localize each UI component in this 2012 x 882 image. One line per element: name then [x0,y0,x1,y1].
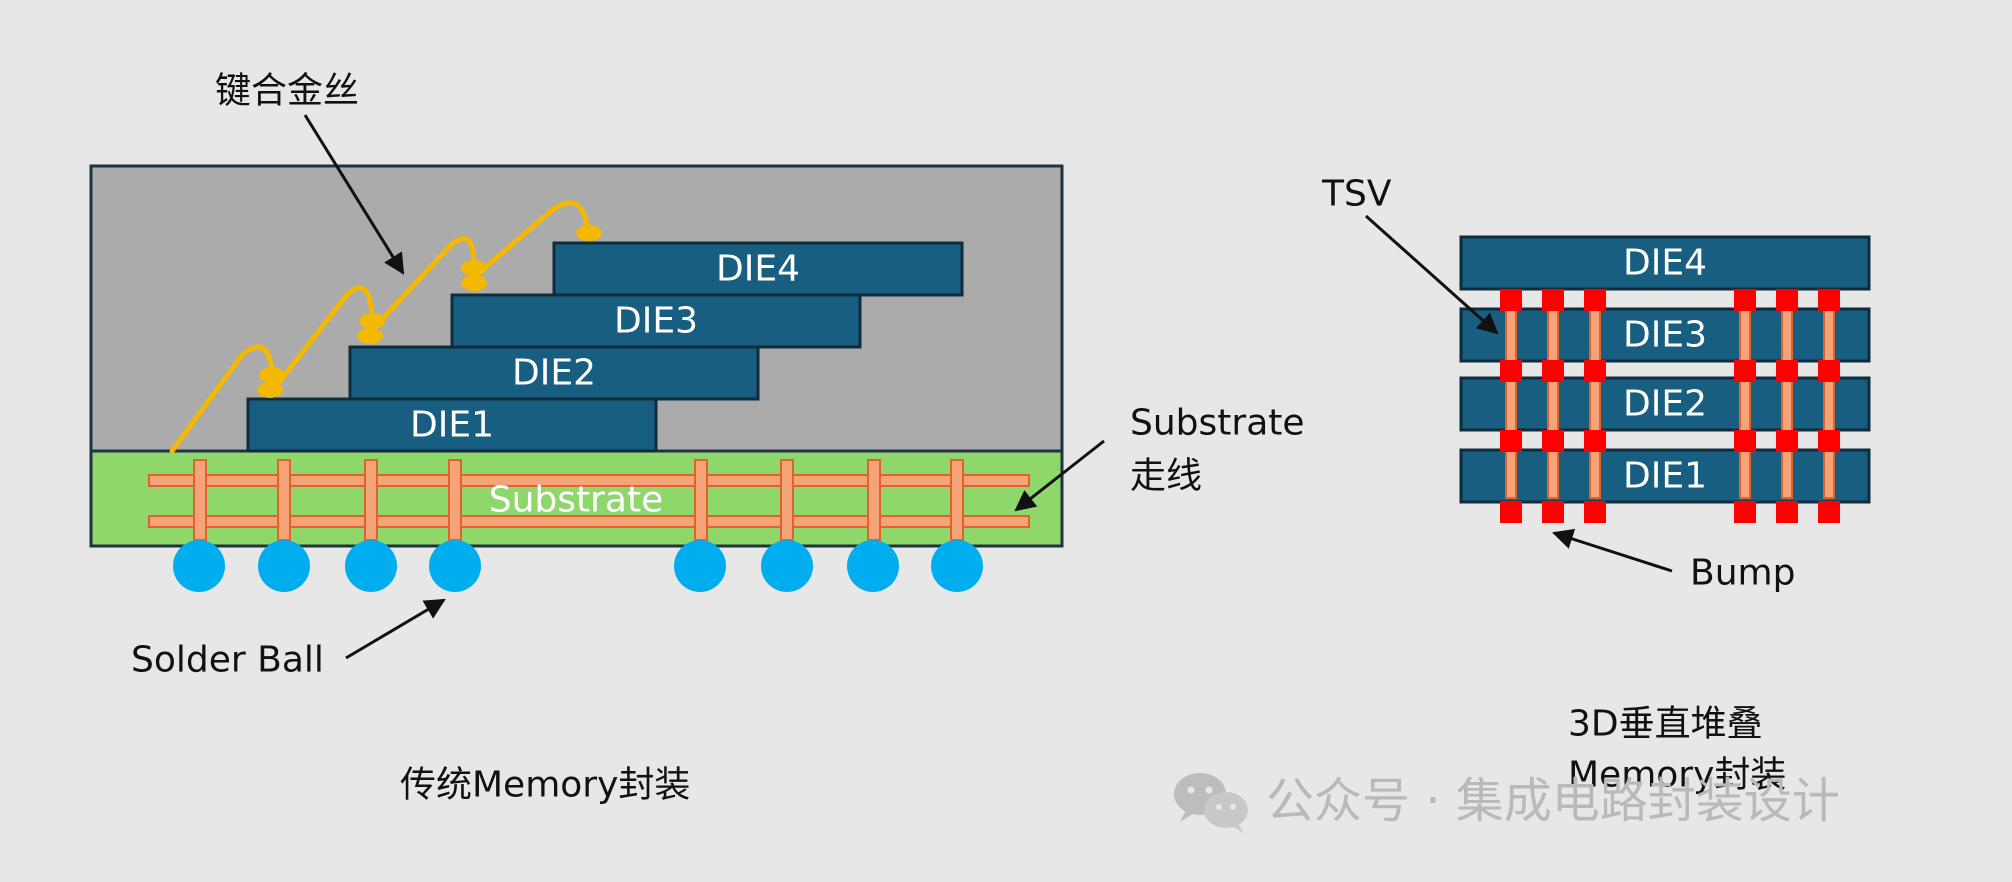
stack-die2-block [1459,376,1871,432]
bump [1776,430,1798,452]
die2-label: DIE2 [512,353,596,394]
tsv-arrow [1365,214,1499,335]
bump [1584,501,1606,523]
tsv-columns [1505,299,1835,499]
bump [1818,430,1840,452]
die1-block [246,397,658,453]
watermark-text: 公众号 · 集成电路封装设计 [1266,773,1840,829]
substrate-trace-label-line1: Substrate [1130,403,1305,444]
bump [1776,501,1798,523]
solder-ball-label: Solder Ball [131,640,324,681]
die2-block [348,345,760,401]
bump [1818,289,1840,311]
substrate-label: Substrate [489,480,664,521]
stack-die3-label: DIE3 [1623,315,1707,356]
bump [1542,430,1564,452]
bump [1500,360,1522,382]
bump [1818,360,1840,382]
bump-arrow [1552,528,1673,573]
die3-label: DIE3 [614,301,698,342]
bump [1542,360,1564,382]
stack-die1-block [1459,448,1871,504]
substrate-trace-label-line2: 走线 [1130,456,1202,497]
tsv-column [1781,299,1793,499]
bump [1734,430,1756,452]
die3-block [450,293,862,349]
solder-balls [173,540,983,592]
bump [1584,289,1606,311]
bond-wire-label: 键合金丝 [215,71,359,112]
bond-wires [169,200,591,454]
bump [1776,289,1798,311]
stack-die2-label: DIE2 [1623,384,1707,425]
bump [1734,501,1756,523]
tsv-label: TSV [1321,174,1392,215]
bump [1776,360,1798,382]
traditional-package: Substrate DIE1 DIE2 DIE3 DIE4 [89,71,1305,806]
stacked-caption-line2: Memory封装 [1568,755,1786,796]
tsv-column [1739,299,1751,499]
stacked-package: DIE4 DIE3 DIE2 DIE1 TSV Bump 3D垂直堆叠 Memo… [1321,174,1871,796]
tsv-column [1547,299,1559,499]
solder-ball-arrow [345,598,446,660]
bumps [1500,289,1840,523]
bump [1584,430,1606,452]
tsv-column [1589,299,1601,499]
watermark: 公众号 · 集成电路封装设计 [1174,773,1840,833]
bump [1818,501,1840,523]
traditional-caption: 传统Memory封装 [400,765,690,806]
bump [1542,501,1564,523]
die4-block [552,241,964,297]
bump [1500,501,1522,523]
bump [1584,360,1606,382]
bump [1542,289,1564,311]
bump [1734,289,1756,311]
tsv-column [1505,299,1517,499]
bump [1500,289,1522,311]
tsv-column [1823,299,1835,499]
stack-die3-block [1459,307,1871,363]
bump [1734,360,1756,382]
substrate-traces [148,459,1030,541]
stacked-caption-line1: 3D垂直堆叠 [1568,704,1763,745]
bump-label: Bump [1690,553,1795,594]
substrate [89,449,1064,548]
bump [1500,430,1522,452]
wechat-icon [1174,773,1248,833]
stack-die4-label: DIE4 [1623,243,1707,284]
die1-label: DIE1 [410,405,494,446]
stack-die4-block [1459,235,1871,291]
bond-pads [257,225,602,398]
stack-die1-label: DIE1 [1623,456,1707,497]
die4-label: DIE4 [716,249,800,290]
bond-wire-arrow [303,114,405,275]
substrate-trace-arrow [1014,439,1105,512]
